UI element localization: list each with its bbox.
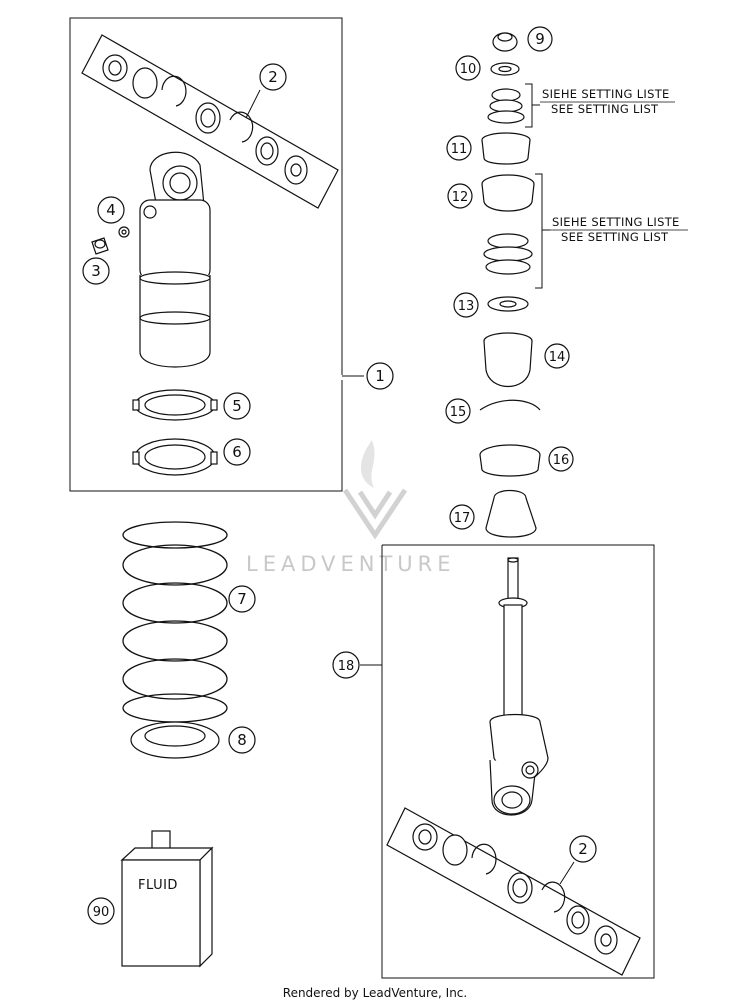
setting-note-de-mid: SIEHE SETTING LISTE xyxy=(552,215,680,229)
setting-note-en-top: SEE SETTING LIST xyxy=(551,102,659,116)
fluid-label: FLUID xyxy=(138,878,178,893)
callout-9 xyxy=(527,26,553,52)
callout-12 xyxy=(447,183,473,209)
shock-assembly-frame xyxy=(69,17,364,492)
piston-rod xyxy=(489,557,549,816)
adjusting-rings xyxy=(132,389,218,476)
callout-label-6: 6 xyxy=(232,443,242,461)
shock-body xyxy=(139,151,211,368)
callout-15 xyxy=(445,398,471,424)
damper-rod-frame xyxy=(360,544,655,979)
callout-8 xyxy=(228,726,256,754)
callout-label-3: 3 xyxy=(91,262,101,280)
callout-label-1: 1 xyxy=(375,367,385,385)
callout-label-15: 15 xyxy=(450,405,467,420)
callout-10 xyxy=(455,55,481,81)
spring-retainer xyxy=(130,721,220,759)
callout-label-13: 13 xyxy=(458,299,475,314)
seal-kit-top xyxy=(81,34,339,209)
callout-5 xyxy=(223,392,251,420)
callout-label-90: 90 xyxy=(93,905,110,920)
callouts xyxy=(82,26,597,925)
callout-label-2-bottom: 2 xyxy=(578,840,588,858)
callout-label-2-top: 2 xyxy=(268,68,278,86)
callout-label-9: 9 xyxy=(535,30,545,48)
setting-parts-stack xyxy=(479,32,541,538)
callout-label-17: 17 xyxy=(454,511,471,526)
coil-spring xyxy=(122,521,228,723)
callout-label-10: 10 xyxy=(460,62,477,77)
callout-label-7: 7 xyxy=(237,590,247,608)
seal-kit-bottom xyxy=(386,807,641,976)
callout-14 xyxy=(544,343,570,369)
setting-note-en-mid: SEE SETTING LIST xyxy=(561,230,669,244)
callout-label-8: 8 xyxy=(237,731,247,749)
callout-90 xyxy=(87,897,115,925)
callout-label-12: 12 xyxy=(452,190,469,205)
callout-label-18: 18 xyxy=(338,659,355,674)
callout-labels: 1 2 2 3 4 5 6 7 8 9 10 11 12 13 14 15 16… xyxy=(91,30,588,920)
callout-11 xyxy=(446,135,472,161)
callout-6 xyxy=(223,438,251,466)
callout-2-top xyxy=(259,63,287,91)
callout-label-5: 5 xyxy=(232,397,242,415)
callout-label-16: 16 xyxy=(553,453,570,468)
footer-credit: Rendered by LeadVenture, Inc. xyxy=(282,986,468,1000)
callout-4 xyxy=(97,196,125,224)
callout-3 xyxy=(82,257,110,285)
callout-label-11: 11 xyxy=(451,142,468,157)
fluid-bottle xyxy=(120,830,214,968)
watermark-text: LEADVENTURE xyxy=(246,552,456,576)
callout-18 xyxy=(332,651,360,679)
bolt-and-washer xyxy=(91,226,130,255)
callout-7 xyxy=(228,585,256,613)
callout-13 xyxy=(453,292,479,318)
callout-label-14: 14 xyxy=(549,350,566,365)
setting-list-brackets xyxy=(525,83,550,289)
callout-label-4: 4 xyxy=(106,201,116,219)
setting-note-de-top: SIEHE SETTING LISTE xyxy=(542,87,670,101)
callout-2-bottom xyxy=(569,835,597,863)
callout-16 xyxy=(548,446,574,472)
callout-1 xyxy=(366,362,394,390)
watermark-logo xyxy=(342,440,408,540)
callout-17 xyxy=(449,504,475,530)
